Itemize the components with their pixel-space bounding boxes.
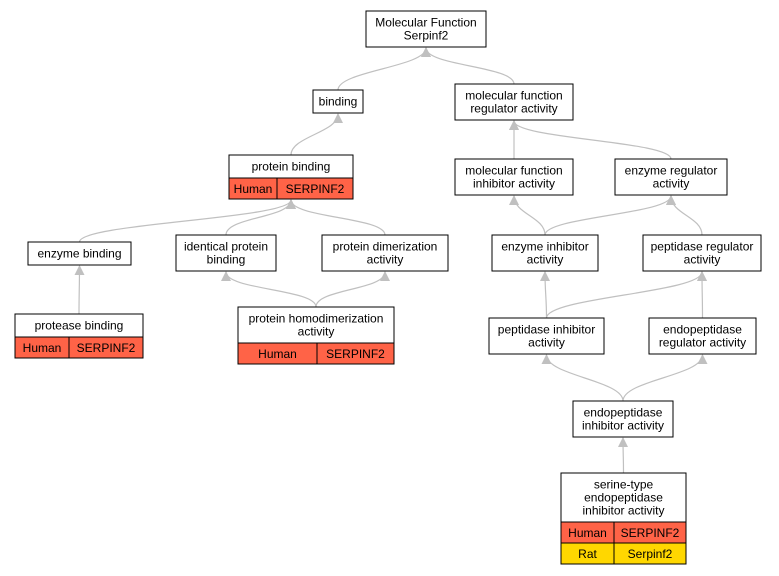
node-label: serine-type — [594, 478, 654, 492]
is-a-edge — [509, 120, 672, 160]
node-label: activity — [527, 253, 564, 267]
gene-cell — [276, 177, 354, 200]
node-header-box — [642, 234, 762, 272]
node-label: activity — [298, 325, 335, 339]
is-a-edge — [225, 199, 296, 236]
node-label: regulator activity — [659, 336, 746, 350]
is-a-edge — [290, 113, 343, 156]
is-a-edge — [286, 199, 386, 236]
node-header-box — [614, 158, 728, 196]
node-label: activity — [367, 253, 404, 267]
go-term-node[interactable]: binding — [312, 89, 364, 114]
node-header-box — [454, 158, 574, 196]
node-header-box — [648, 317, 757, 355]
node-label: regulator activity — [470, 102, 557, 116]
node-label: protein homodimerization — [249, 312, 384, 326]
node-header-box — [321, 234, 449, 272]
is-a-edge — [509, 195, 546, 236]
node-header-box — [572, 400, 674, 438]
node-label: protease binding — [35, 319, 124, 333]
node-label: molecular function — [465, 164, 562, 178]
species-label: Human — [258, 347, 297, 361]
gene-label: SERPINF2 — [286, 182, 345, 196]
species-label: Human — [23, 341, 62, 355]
species-label: Human — [568, 526, 607, 540]
is-a-edge — [545, 271, 707, 319]
node-label: inhibitor activity — [582, 419, 664, 433]
species-label: Rat — [578, 547, 597, 561]
node-label: endopeptidase — [663, 323, 742, 337]
is-a-edge — [315, 271, 390, 308]
node-header-box — [560, 472, 687, 523]
is-a-edge — [74, 265, 85, 315]
node-label: enzyme regulator — [625, 164, 718, 178]
gene-cell — [613, 542, 687, 565]
is-a-edge — [221, 271, 317, 308]
node-header-box — [237, 306, 395, 344]
node-label: activity — [528, 336, 565, 350]
node-label: Serpinf2 — [404, 29, 449, 43]
node-label: activity — [684, 253, 721, 267]
node-label: endopeptidase — [584, 491, 663, 505]
edges-layer — [74, 47, 708, 474]
node-label: Molecular Function — [375, 16, 476, 30]
node-label: activity — [653, 177, 690, 191]
gene-label: SERPINF2 — [326, 347, 385, 361]
is-a-edge — [618, 437, 629, 474]
node-label: protein dimerization — [333, 240, 438, 254]
is-a-edge — [544, 195, 676, 236]
node-label: peptidase regulator — [651, 240, 754, 254]
is-a-edge — [78, 199, 296, 243]
node-header-box — [27, 241, 132, 266]
is-a-edge — [666, 195, 703, 236]
gene-cell — [68, 336, 144, 359]
gene-label: Serpinf2 — [628, 547, 673, 561]
node-label: inhibitor activity — [473, 177, 555, 191]
gene-label: SERPINF2 — [77, 341, 136, 355]
node-label: enzyme inhibitor — [501, 240, 588, 254]
node-header-box — [175, 234, 277, 272]
node-label: protein binding — [252, 160, 331, 174]
node-label: endopeptidase — [584, 406, 663, 420]
species-label: Human — [234, 182, 273, 196]
node-label: inhibitor activity — [582, 504, 664, 518]
gene-label: SERPINF2 — [621, 526, 680, 540]
is-a-edge — [541, 354, 624, 402]
node-label: binding — [207, 253, 246, 267]
node-header-box — [491, 234, 599, 272]
node-label: identical protein — [184, 240, 268, 254]
is-a-edge — [421, 47, 515, 85]
go-term-node[interactable]: enzyme binding — [27, 241, 132, 266]
is-a-edge — [540, 271, 551, 319]
node-label: molecular function — [465, 89, 562, 103]
node-label: enzyme binding — [37, 247, 121, 261]
node-header-box — [454, 83, 574, 121]
node-label: binding — [319, 95, 358, 109]
node-header-box — [312, 89, 364, 114]
is-a-edge — [622, 354, 708, 402]
node-label: peptidase inhibitor — [498, 323, 595, 337]
is-a-edge — [337, 47, 431, 91]
node-header-box — [488, 317, 605, 355]
is-a-edge — [697, 271, 708, 319]
node-header-box — [365, 10, 487, 48]
gene-cell — [316, 342, 395, 365]
